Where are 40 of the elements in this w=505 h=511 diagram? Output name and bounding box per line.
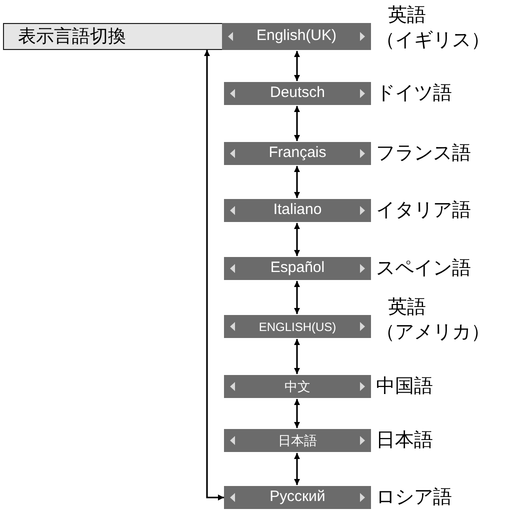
language-name: Español bbox=[270, 258, 325, 278]
language-caption: ロシア語 bbox=[376, 486, 452, 510]
double-arrow bbox=[204, 50, 224, 500]
double-arrow bbox=[294, 106, 300, 141]
language-name: 日本語 bbox=[278, 432, 317, 450]
double-arrow bbox=[294, 51, 300, 81]
language-caption: （アメリカ） bbox=[376, 321, 490, 345]
language-selector bbox=[224, 429, 371, 452]
menu-bar bbox=[3, 23, 371, 50]
language-name: Français bbox=[268, 143, 326, 164]
double-arrow bbox=[294, 453, 300, 485]
language-selector bbox=[224, 257, 371, 280]
language-name: Deutsch bbox=[270, 83, 326, 104]
language-caption: 日本語 bbox=[376, 429, 433, 453]
language-name: 中文 bbox=[284, 378, 310, 396]
language-name: ENGLISH(US) bbox=[258, 318, 336, 336]
language-selector bbox=[224, 199, 371, 222]
language-caption: 中国語 bbox=[376, 375, 433, 399]
double-arrow bbox=[294, 223, 300, 256]
language-name: English(UK) bbox=[256, 26, 337, 46]
language-selector bbox=[222, 23, 371, 50]
language-selector bbox=[224, 142, 371, 165]
language-caption: イタリア語 bbox=[376, 199, 471, 223]
language-caption: ドイツ語 bbox=[376, 82, 452, 106]
double-arrow bbox=[294, 399, 300, 428]
language-selector bbox=[224, 82, 371, 105]
language-caption: （イギリス） bbox=[376, 29, 490, 53]
language-selector bbox=[224, 486, 371, 509]
language-name: Italiano bbox=[273, 200, 322, 220]
double-arrow bbox=[294, 166, 300, 198]
language-name: Русский bbox=[270, 487, 326, 508]
language-caption: フランス語 bbox=[376, 142, 471, 166]
double-arrow bbox=[294, 339, 300, 374]
menu-label: 表示言語切換 bbox=[18, 25, 126, 47]
double-arrow bbox=[294, 281, 300, 314]
language-caption: スペイン語 bbox=[376, 257, 471, 281]
language-selector bbox=[224, 315, 371, 338]
language-selector bbox=[224, 375, 371, 398]
language-caption: 英語 bbox=[387, 4, 427, 28]
language-caption: 英語 bbox=[387, 296, 427, 320]
